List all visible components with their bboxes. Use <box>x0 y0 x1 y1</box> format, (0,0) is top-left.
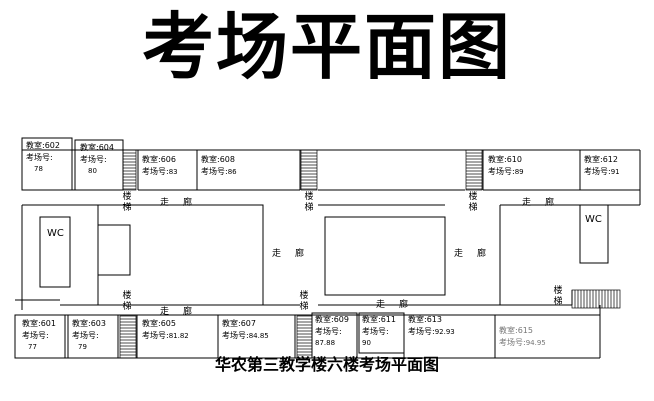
room-602-label: 教室:602 <box>26 141 60 150</box>
room-613: 教室:613 考场号:92.93 <box>408 314 455 338</box>
corridor-label: 走廊 <box>160 198 207 208</box>
exam-label: 考场号:92.93 <box>408 327 455 336</box>
exam-number: 79 <box>78 343 87 351</box>
room-613-label: 教室:613 <box>408 315 442 324</box>
exam-label: 考场号:81.82 <box>142 331 189 340</box>
plan-caption: 华农第三教学楼六楼考场平面图 <box>214 355 439 374</box>
room-604-label: 教室:604 <box>80 143 114 152</box>
stairs-label: 楼梯 <box>122 192 132 213</box>
corridor-label: 走廊 <box>160 307 207 317</box>
room-603: 教室:603 考场号: 79 <box>72 318 116 352</box>
room-601: 教室:601 考场号: 77 <box>22 318 66 352</box>
room-603-label: 教室:603 <box>72 319 106 328</box>
stairs-label: 楼梯 <box>468 192 478 213</box>
room-611: 教室:611 考场号: 90 <box>362 314 404 348</box>
room-611-label: 教室:611 <box>362 315 396 324</box>
corridor-label: 走廊 <box>272 249 319 259</box>
room-607: 教室:607 考场号:84.85 <box>222 318 269 342</box>
exam-number: 77 <box>28 343 37 351</box>
room-607-label: 教室:607 <box>222 319 256 328</box>
page-title: 考场平面图 <box>141 4 512 89</box>
exam-label: 考场号: <box>315 327 342 336</box>
exam-number: 90 <box>362 339 371 347</box>
wc-label: WC <box>585 214 602 225</box>
stairs-block <box>122 149 137 191</box>
stairs-label: 楼梯 <box>299 291 309 312</box>
exam-label: 考场号: <box>22 331 49 340</box>
stairs-label: 楼梯 <box>122 291 132 312</box>
room-608: 教室:608 考场号:86 <box>201 154 237 178</box>
exam-label: 考场号:94.95 <box>499 338 546 347</box>
room-605-label: 教室:605 <box>142 319 176 328</box>
room-606-label: 教室:606 <box>142 155 176 164</box>
stairs-label: 楼梯 <box>553 286 563 307</box>
exam-label: 考场号:83 <box>142 167 178 176</box>
room-610-label: 教室:610 <box>488 155 522 164</box>
exam-label: 考场号: <box>362 327 389 336</box>
exam-number: 78 <box>34 165 43 173</box>
exam-label: 考场号:91 <box>584 167 620 176</box>
exam-label: 考场号:89 <box>488 167 524 176</box>
room-610: 教室:610 考场号:89 <box>488 154 524 178</box>
stairs-block <box>465 149 483 191</box>
exam-number: 87.88 <box>315 339 336 347</box>
room-609: 教室:609 考场号: 87.88 <box>315 314 357 348</box>
room-612-label: 教室:612 <box>584 155 618 164</box>
room-615: 教室:615 考场号:94.95 <box>499 325 546 349</box>
stairs-block <box>300 149 318 191</box>
corridor-label: 走廊 <box>454 249 501 259</box>
corridor-label: 走廊 <box>376 300 423 310</box>
corridor-label: 走廊 <box>522 198 569 208</box>
wc-label: WC <box>47 228 64 239</box>
room-612: 教室:612 考场号:91 <box>584 154 620 178</box>
stairs-label: 楼梯 <box>304 192 314 213</box>
room-615-label: 教室:615 <box>499 326 533 335</box>
exam-label: 考场号: <box>26 153 53 162</box>
room-605: 教室:605 考场号:81.82 <box>142 318 189 342</box>
room-606: 教室:606 考场号:83 <box>142 154 178 178</box>
exam-label: 考场号:86 <box>201 167 237 176</box>
exam-label: 考场号: <box>80 155 107 164</box>
room-602: 教室:602 考场号: 78 <box>26 140 72 174</box>
room-608-label: 教室:608 <box>201 155 235 164</box>
exam-label: 考场号:84.85 <box>222 331 269 340</box>
exam-number: 80 <box>88 167 97 175</box>
room-604: 教室:604 考场号: 80 <box>80 142 124 176</box>
room-601-label: 教室:601 <box>22 319 56 328</box>
exam-label: 考场号: <box>72 331 99 340</box>
room-609-label: 教室:609 <box>315 315 349 324</box>
